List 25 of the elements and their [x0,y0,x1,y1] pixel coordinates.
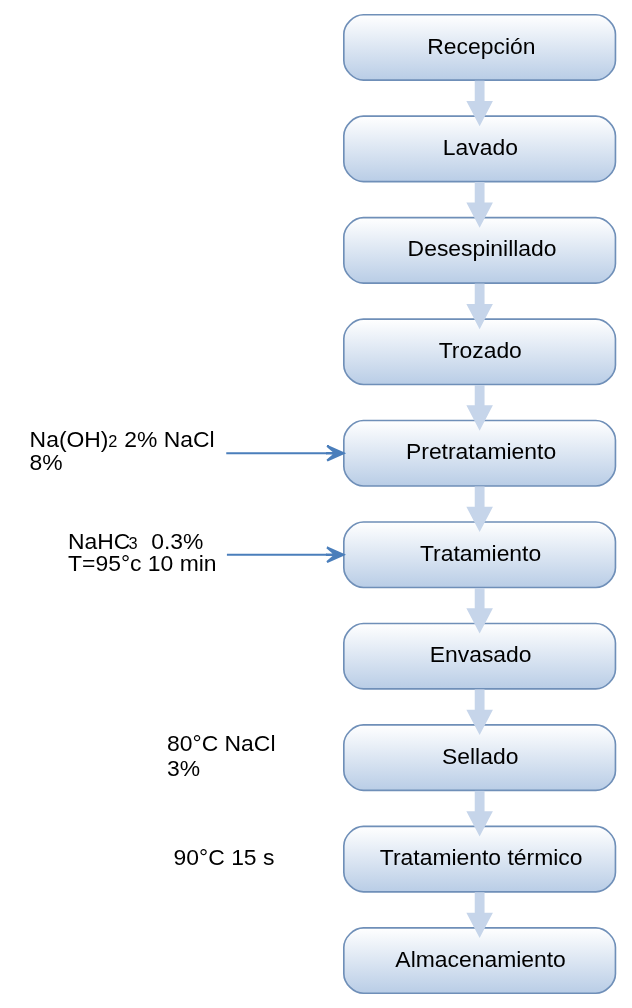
arrow [466,790,493,837]
arrow [226,546,345,564]
arrow [466,385,493,431]
node-box: Desespinillado [343,216,617,284]
arrow [466,892,493,938]
node-box: Tratamiento térmico [343,825,617,893]
arrow [466,689,493,735]
arrow [466,182,493,228]
node-box: Almacenamiento [343,927,617,995]
arrow [226,444,345,462]
node-box: Lavado [343,115,617,183]
node-box: Trozado [343,318,617,386]
node-box: Tratamiento [343,521,617,589]
arrow [466,283,493,330]
node-label: 80°C NaCl 3% [167,730,276,781]
node-text: Na(OH)2 2% NaCl 8% [29,426,215,475]
node-box: Pretratamiento [343,419,617,487]
arrow [466,80,493,127]
arrow [466,486,493,533]
arrow [466,587,493,634]
node-box: Envasado [343,622,617,690]
node-box: Recepción [343,13,617,81]
node-label: 90°C 15 s [173,844,275,871]
node-box: Sellado [343,724,617,792]
node-text: NaHC3 0.3% T=95°c 10 min [68,527,217,577]
